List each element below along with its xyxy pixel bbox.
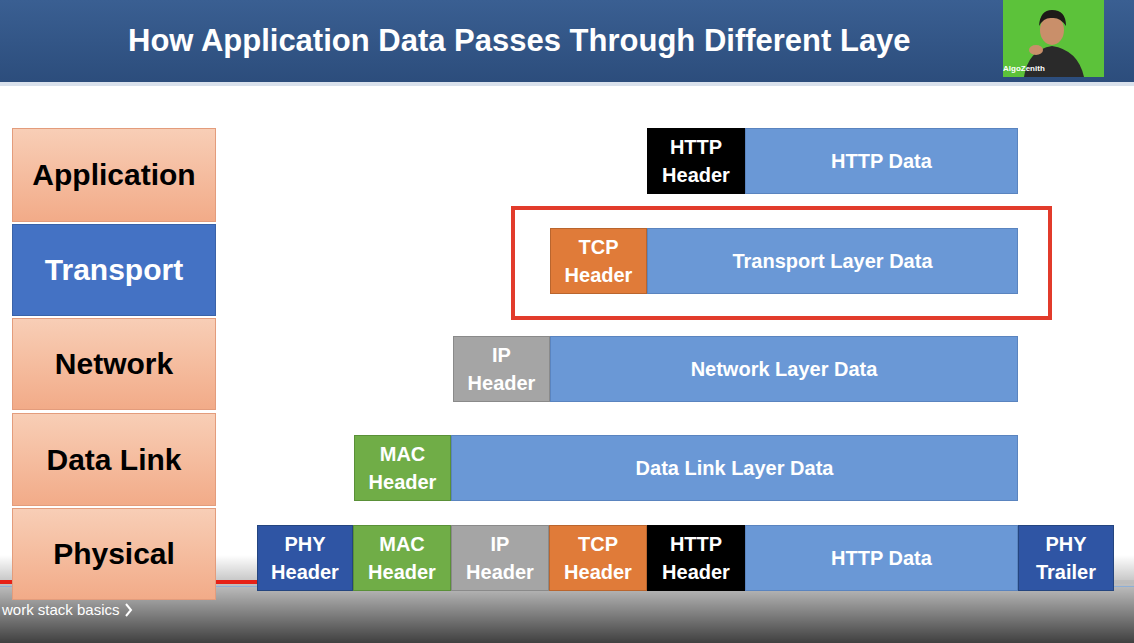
block-label: Transport Layer Data <box>732 247 932 275</box>
trailer-block: PHY Trailer <box>1018 525 1114 591</box>
data-block: Transport Layer Data <box>647 228 1018 294</box>
webcam-background <box>1003 0 1104 77</box>
block-label: PHY Header <box>262 530 348 586</box>
header-block: MAC Header <box>353 525 451 591</box>
block-label: TCP Header <box>554 530 642 586</box>
highlight-box <box>513 208 1050 318</box>
webcam-hand <box>1029 45 1043 55</box>
block-label: Network <box>55 343 173 385</box>
block-label: IP Header <box>456 530 544 586</box>
header-block: PHY Header <box>257 525 353 591</box>
slide-title: How Application Data Passes Through Diff… <box>128 23 911 59</box>
block-label: IP Header <box>458 341 545 397</box>
header-block: IP Header <box>453 336 550 402</box>
layer-box: Data Link <box>12 413 216 506</box>
layer-box: Physical <box>12 508 216 600</box>
block-label: HTTP Header <box>652 530 740 586</box>
block-label: Data Link Layer Data <box>636 454 834 482</box>
block-label: Physical <box>53 533 175 575</box>
header-block: TCP Header <box>549 525 647 591</box>
block-label: MAC Header <box>358 530 446 586</box>
presenter-name: AlgoZenith <box>1003 64 1045 73</box>
data-block: Network Layer Data <box>550 336 1018 402</box>
title-bar-edge <box>0 82 1134 86</box>
block-label: HTTP Data <box>831 147 932 175</box>
title-bar <box>0 0 1134 82</box>
webcam-overlay <box>1003 0 1104 77</box>
header-block: HTTP Header <box>647 525 745 591</box>
header-block: TCP Header <box>550 228 647 294</box>
header-block: HTTP Header <box>647 128 745 194</box>
block-label: Data Link <box>46 439 181 481</box>
block-label: Application <box>32 154 195 196</box>
block-label: MAC Header <box>359 440 446 496</box>
layer-box: Application <box>12 128 216 222</box>
block-label: PHY Trailer <box>1023 530 1109 586</box>
block-label: Network Layer Data <box>691 355 878 383</box>
block-label: HTTP Data <box>831 544 932 572</box>
block-label: HTTP Header <box>652 133 740 189</box>
data-block: HTTP Data <box>745 525 1018 591</box>
block-label: Transport <box>45 249 183 291</box>
header-block: MAC Header <box>354 435 451 501</box>
layer-box: Transport <box>12 224 216 316</box>
chapter-title: work stack basics <box>2 601 120 618</box>
header-block: IP Header <box>451 525 549 591</box>
data-block: HTTP Data <box>745 128 1018 194</box>
layer-box: Network <box>12 318 216 410</box>
data-block: Data Link Layer Data <box>451 435 1018 501</box>
webcam-hair <box>1039 10 1066 26</box>
chevron-icon <box>126 604 131 616</box>
block-label: TCP Header <box>555 233 642 289</box>
